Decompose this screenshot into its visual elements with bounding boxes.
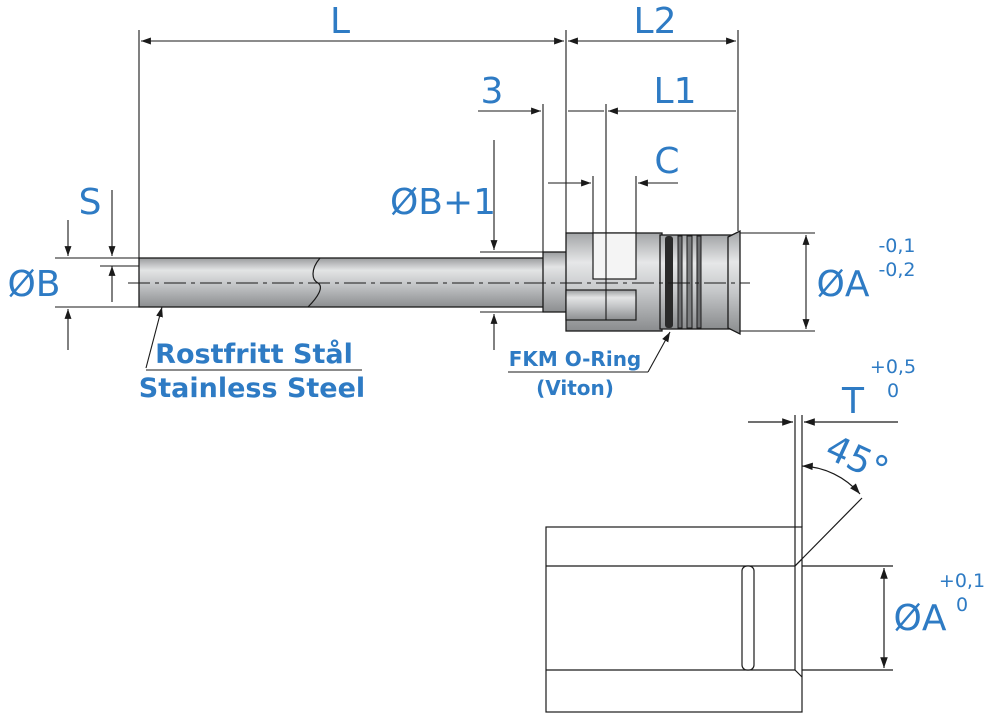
label-T-tol-lower: 0 xyxy=(887,380,899,402)
labels: L L2 3 L1 C S ØB ØB+1 ØA -0,1 -0,2 Rostf… xyxy=(7,1,985,639)
bore-groove xyxy=(741,565,755,671)
o-ring-1 xyxy=(665,236,673,328)
bore-block xyxy=(545,526,803,713)
label-OA2-tol-upper: +0,1 xyxy=(939,570,985,592)
label-C: C xyxy=(654,141,679,182)
label-OA2: ØA xyxy=(894,598,947,639)
top-dimension-lines xyxy=(55,30,815,373)
label-OA-tol-upper: -0,1 xyxy=(878,235,915,257)
label-OA2-tol-lower: 0 xyxy=(956,594,968,616)
slot-inner xyxy=(565,289,637,321)
label-material-no: Rostfritt Stål xyxy=(155,338,353,370)
label-3: 3 xyxy=(481,71,504,112)
label-oring-sub: (Viton) xyxy=(536,376,614,400)
o-ring-4 xyxy=(696,235,702,329)
label-S: S xyxy=(79,182,102,223)
probe-body xyxy=(128,229,750,336)
label-oring: FKM O-Ring xyxy=(509,347,642,371)
label-L1: L1 xyxy=(654,71,697,112)
bore-section xyxy=(545,415,898,713)
slot xyxy=(592,232,637,280)
label-T: T xyxy=(841,381,865,422)
o-ring-3 xyxy=(686,235,693,329)
label-material-en: Stainless Steel xyxy=(139,373,365,404)
front-flare xyxy=(727,229,741,336)
label-OA: ØA xyxy=(817,264,870,305)
o-ring-2 xyxy=(677,235,683,329)
label-L2: L2 xyxy=(634,1,677,42)
label-OA-tol-lower: -0,2 xyxy=(878,259,915,281)
tube xyxy=(138,257,550,308)
tube-step xyxy=(542,251,569,313)
label-T-tol-upper: +0,5 xyxy=(870,356,916,378)
label-OB1: ØB+1 xyxy=(390,182,496,223)
label-angle: 45° xyxy=(819,428,894,492)
label-OB: ØB xyxy=(7,264,60,305)
label-L: L xyxy=(330,1,350,42)
